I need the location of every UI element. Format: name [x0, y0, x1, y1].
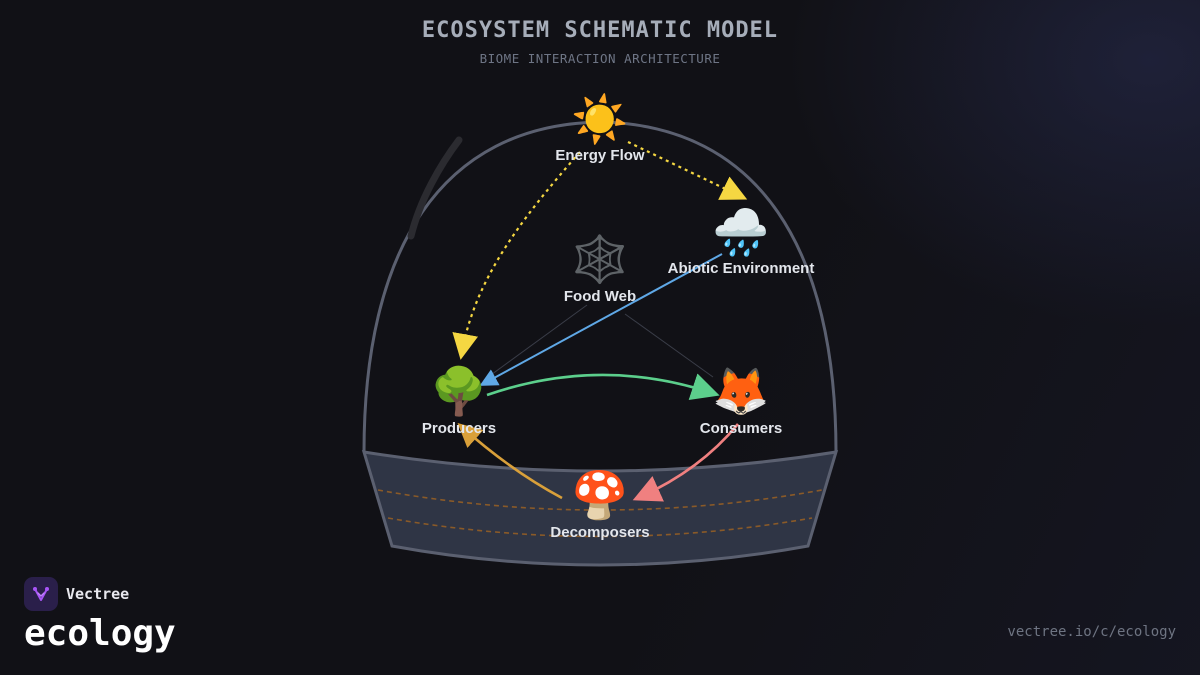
page-title: ECOSYSTEM SCHEMATIC MODEL [421, 18, 779, 43]
spider-web-icon: 🕸️ [571, 232, 628, 286]
soil-base [361, 450, 839, 567]
edge-abiotic-producers [479, 253, 723, 386]
header: ECOSYSTEM SCHEMATIC MODEL BIOME INTERACT… [0, 18, 1200, 66]
node-label-producers: Producers [422, 420, 496, 437]
node-label-abiotic: Abiotic Environment [668, 260, 815, 277]
vectree-logo-icon [24, 577, 58, 611]
page-subtitle: BIOME INTERACTION ARCHITECTURE [479, 51, 721, 66]
node-label-energy-flow: Energy Flow [555, 147, 645, 164]
edge-foodweb-consumers [624, 313, 714, 378]
edge-energy-abiotic [627, 141, 748, 200]
node-producers[interactable]: 🌳 Producers [422, 363, 496, 437]
edge-producers-consumers [486, 373, 720, 401]
edge-energy-producers [452, 151, 581, 360]
edge-decomposers-producers [457, 422, 563, 500]
node-food-web[interactable]: 🕸️ Food Web [564, 232, 636, 305]
fox-icon: 🦊 [712, 364, 769, 418]
node-abiotic-environment[interactable]: 🌧️ Abiotic Environment [668, 204, 815, 277]
node-label-food-web: Food Web [564, 288, 636, 305]
category-title: ecology [24, 613, 176, 654]
source-url[interactable]: vectree.io/c/ecology [1007, 624, 1176, 640]
edge-consumers-decomposers [632, 423, 740, 502]
mushroom-icon: 🍄 [571, 468, 628, 522]
node-label-decomposers: Decomposers [550, 524, 649, 541]
biome-dome [362, 120, 838, 453]
node-decomposers[interactable]: 🍄 Decomposers [550, 468, 649, 541]
node-energy-flow[interactable]: ☀️ Energy Flow [555, 91, 645, 164]
rain-cloud-icon: 🌧️ [712, 204, 769, 260]
brand-block: Vectree ecology [24, 577, 176, 655]
dome-reflection [407, 136, 463, 240]
sun-icon: ☀️ [571, 91, 628, 147]
edge-foodweb-producers [483, 304, 588, 381]
soil-layer-lower [387, 517, 813, 538]
tree-icon: 🌳 [430, 363, 487, 418]
node-consumers[interactable]: 🦊 Consumers [700, 364, 783, 437]
brand-name[interactable]: Vectree [66, 585, 130, 603]
node-label-consumers: Consumers [700, 420, 783, 437]
